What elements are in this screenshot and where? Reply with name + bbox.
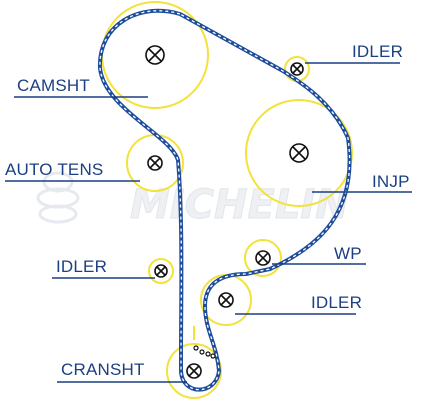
crankshaft-label: CRANSHT [61,360,145,379]
camshaft-label: CAMSHT [17,76,90,95]
leader-lines [5,62,412,383]
crankshaft-hub-icon [186,363,202,379]
auto-tensioner-label: AUTO TENS [5,160,104,179]
crankshaft-dots [193,345,216,359]
injection-pump-label: INJP [372,172,410,191]
idler-bottom-hub-icon [218,292,234,308]
injection-pump-hub-icon [289,143,309,163]
watermark-mascot [36,171,80,224]
idler-left-label: IDLER [56,257,108,276]
camshaft-hub-icon [145,45,165,65]
water-pump-hub-icon [255,250,271,266]
idler-left-pulley [148,258,174,284]
idler-top-hub-icon [290,62,304,76]
water-pump-pulley [244,239,282,277]
hub-markers [145,45,309,379]
water-pump-label: WP [334,244,362,263]
idler-left-hub-icon [154,264,168,278]
auto-tensioner-hub-icon [147,155,163,171]
idler-top-label: IDLER [352,42,404,61]
idler-bottom-label: IDLER [311,293,363,312]
injection-pump-pulley [245,99,353,207]
